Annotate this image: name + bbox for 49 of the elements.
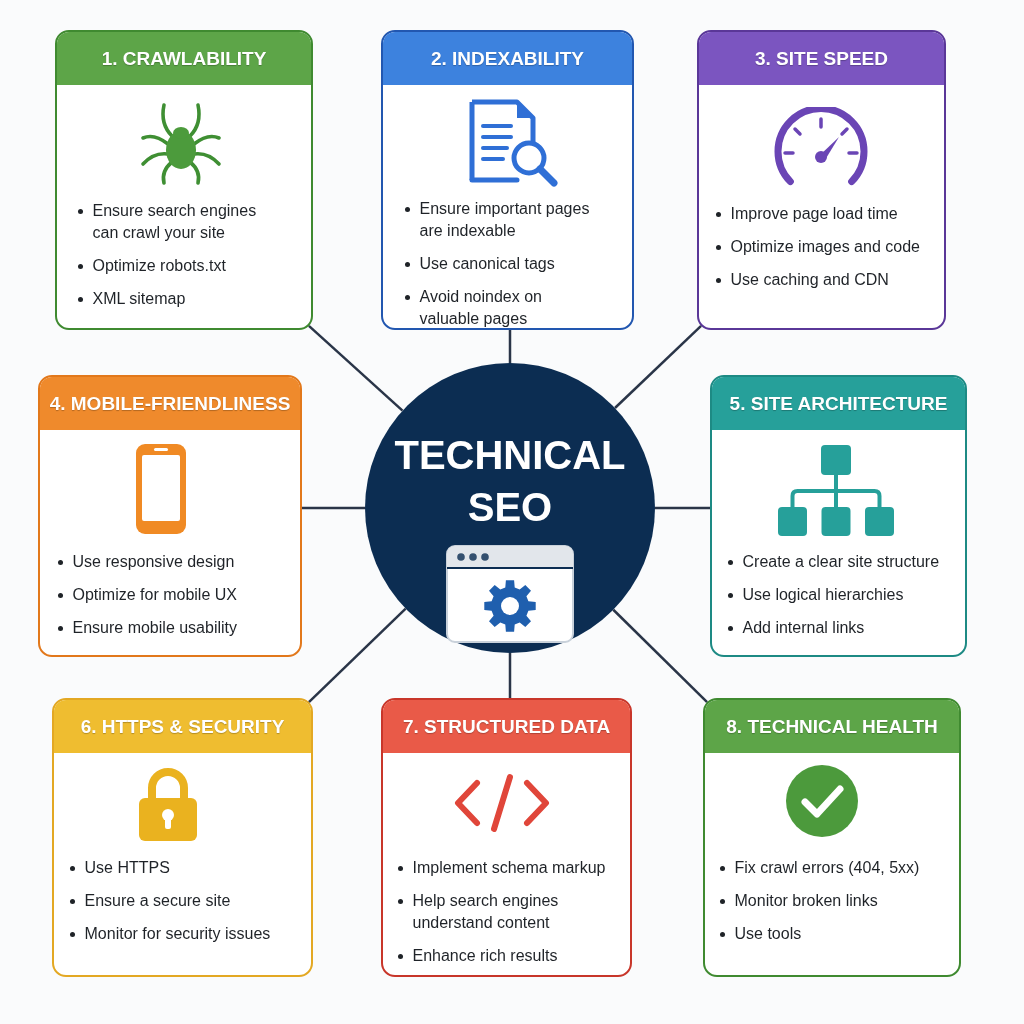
connector-line (308, 324, 404, 412)
connector-line (655, 506, 710, 510)
card-title: 5. SITE ARCHITECTURE (729, 392, 948, 415)
bullet-text: Implement schema markup (412, 857, 606, 878)
bullet-text: Add internal links (742, 617, 865, 638)
topic-card (703, 698, 961, 977)
bullet-text: Use logical hierarchies (742, 584, 904, 605)
topic-card (38, 375, 302, 657)
bullet-text: XML sitemap (92, 288, 186, 309)
card-title: 2. INDEXABILITY (430, 47, 585, 70)
connector-line (308, 607, 407, 703)
bullet-text: Avoid noindex on valuable pages (419, 286, 543, 328)
connector-line (612, 608, 708, 703)
topic-card (381, 698, 632, 977)
bullet-text: Ensure search engines can crawl your site (92, 200, 258, 243)
card-title: 3. SITE SPEED (754, 47, 888, 70)
card-title: 6. HTTPS & SECURITY (80, 715, 285, 738)
topic-card (710, 375, 967, 657)
bullet-text: Use canonical tags (419, 253, 555, 274)
connector-line (508, 330, 512, 363)
topic-card (55, 30, 313, 330)
bullet-text: Ensure mobile usability (72, 617, 238, 638)
bullet-text: Use caching and CDN (730, 269, 889, 290)
topic-card (381, 30, 634, 330)
bullet-text: Enhance rich results (412, 945, 558, 966)
bullet-text: Optimize for mobile UX (72, 584, 237, 605)
topic-card (52, 698, 313, 977)
card-title: 8. TECHNICAL HEALTH (726, 715, 938, 738)
bullet-text: Use HTTPS (84, 857, 170, 878)
hub-title: TECHNICAL SEO (393, 432, 627, 531)
card-title: 1. CRAWLABILITY (101, 47, 267, 70)
topic-card (697, 30, 946, 330)
connector-line (302, 506, 365, 510)
bullet-text: Use tools (734, 923, 802, 944)
bullet-text: Use responsive design (72, 551, 235, 572)
card-title: 4. MOBILE-FRIENDLINESS (49, 392, 291, 415)
bullet-text: Monitor broken links (734, 890, 878, 911)
bullet-text: Improve page load time (730, 203, 898, 224)
bullet-text: Help search engines understand content (412, 890, 560, 933)
bullet-text: Optimize images and code (730, 236, 920, 257)
bullet-text: Optimize robots.txt (92, 255, 226, 276)
bullet-text: Create a clear site structure (742, 551, 940, 572)
card-title: 7. STRUCTURED DATA (402, 715, 611, 738)
bullet-text: Monitor for security issues (84, 923, 271, 944)
connector-line (614, 325, 702, 409)
bullet-text: Ensure a secure site (84, 890, 231, 911)
connector-line (508, 653, 512, 698)
bullet-text: Fix crawl errors (404, 5xx) (734, 857, 920, 878)
bullet-text: Ensure important pages are indexable (419, 198, 591, 241)
